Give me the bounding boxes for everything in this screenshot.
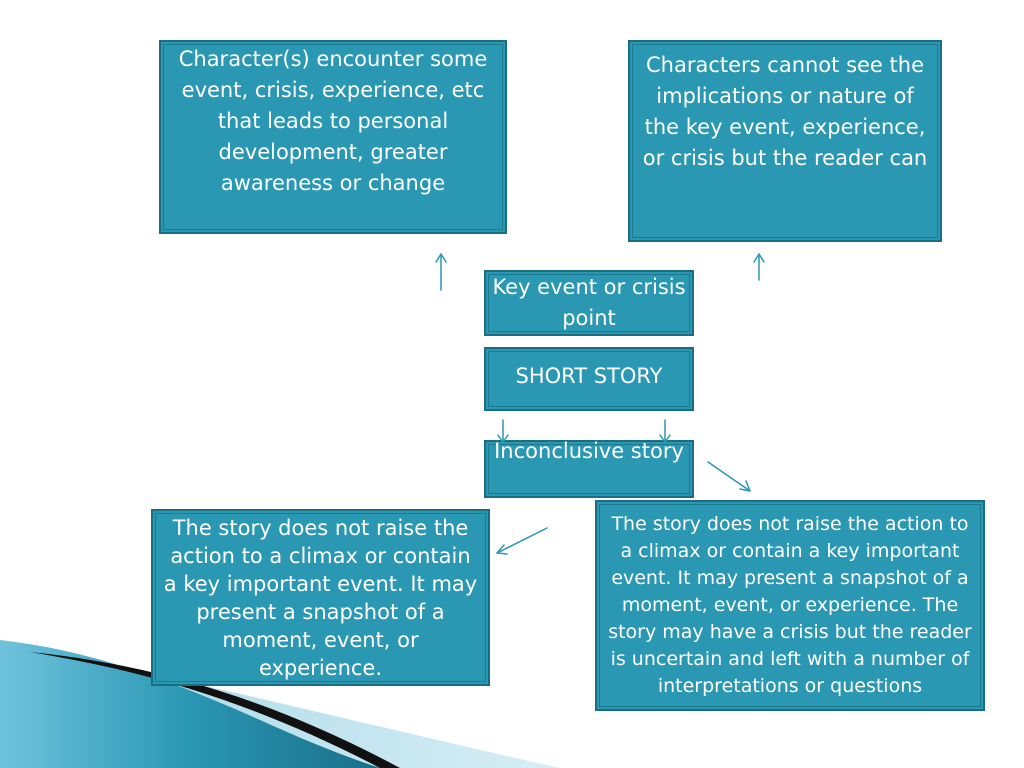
box-key-event-text: Key event or crisis point bbox=[492, 275, 686, 330]
box-no-climax: The story does not raise the action to a… bbox=[151, 509, 490, 686]
box-key-event: Key event or crisis point bbox=[484, 270, 694, 336]
arrow-diag-to-right-box bbox=[707, 461, 751, 492]
box-short-story: SHORT STORY bbox=[484, 347, 694, 411]
box-no-climax-text: The story does not raise the action to a… bbox=[163, 515, 478, 680]
box-uncertain-reader: The story does not raise the action to a… bbox=[595, 500, 985, 711]
box-personal-development: Character(s) encounter some event, crisi… bbox=[159, 40, 507, 234]
box-reader-sees-implications: Characters cannot see the implications o… bbox=[628, 40, 942, 242]
box-short-story-text: SHORT STORY bbox=[515, 364, 663, 388]
box-personal-development-text: Character(s) encounter some event, crisi… bbox=[178, 47, 488, 195]
arrow-up-right bbox=[753, 253, 765, 281]
arrow-up-left bbox=[435, 253, 447, 291]
box-uncertain-reader-text: The story does not raise the action to a… bbox=[608, 513, 972, 697]
box-inconclusive-story-text: Inconclusive story bbox=[494, 439, 684, 463]
box-inconclusive-story: Inconclusive story bbox=[484, 439, 694, 498]
box-reader-sees-implications-text: Characters cannot see the implications o… bbox=[642, 53, 928, 170]
arrow-diag-to-left-box bbox=[496, 527, 548, 555]
box-inconclusive-story-fill bbox=[484, 440, 694, 498]
